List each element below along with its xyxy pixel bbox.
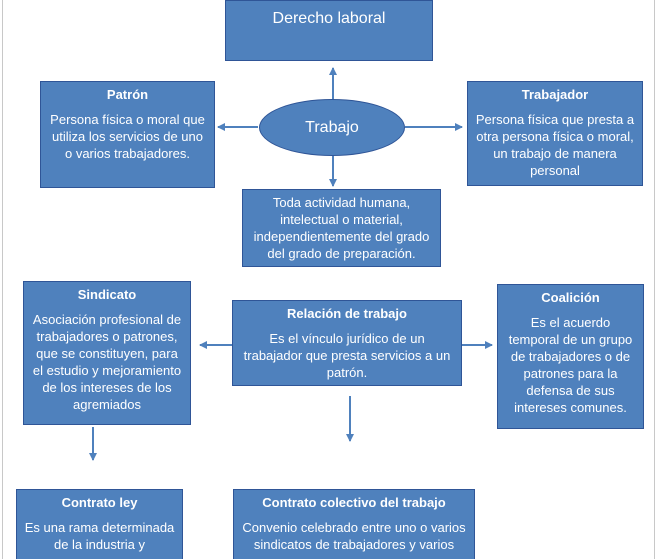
definicion-box: Toda actividad humana, intelectual o mat… (242, 189, 441, 267)
patron-box: Patrón Persona física o moral que utiliz… (40, 81, 215, 188)
coalicion-title: Coalición (541, 290, 600, 305)
contrato-colectivo-body: Convenio celebrado entre uno o varios si… (242, 520, 466, 552)
contrato-colectivo-title: Contrato colectivo del trabajo (262, 495, 446, 510)
relacion-trabajo-body: Es el vínculo jurídico de un trabajador … (243, 331, 451, 380)
relacion-trabajo-title: Relación de trabajo (287, 306, 407, 321)
sindicato-title: Sindicato (77, 287, 137, 302)
patron-title: Patrón (106, 87, 149, 102)
derecho-laboral-box: Derecho laboral (225, 0, 433, 61)
coalicion-box: Coalición Es el acuerdo temporal de un g… (497, 284, 644, 429)
contrato-colectivo-box: Contrato colectivo del trabajo Convenio … (233, 489, 475, 559)
relacion-trabajo-box: Relación de trabajo Es el vínculo jurídi… (232, 300, 462, 386)
definicion-body: Toda actividad humana, intelectual o mat… (253, 195, 430, 261)
trabajo-label: Trabajo (305, 118, 359, 136)
trabajador-title: Trabajador (521, 87, 589, 102)
page-border-left (2, 0, 3, 559)
patron-body: Persona física o moral que utiliza los s… (50, 112, 205, 161)
sindicato-box: Sindicato Asociación profesional de trab… (23, 281, 191, 425)
page-border-right (654, 0, 655, 559)
contrato-ley-body: Es una rama determinada de la industria … (24, 520, 175, 552)
trabajador-body: Persona física que presta a otra persona… (475, 112, 635, 178)
trabajo-ellipse: Trabajo (259, 99, 405, 156)
contrato-ley-title: Contrato ley (61, 495, 138, 510)
sindicato-body: Asociación profesional de trabajadores o… (32, 312, 182, 412)
trabajador-box: Trabajador Persona física que presta a o… (467, 81, 643, 186)
contrato-ley-box: Contrato ley Es una rama determinada de … (16, 489, 183, 559)
derecho-laboral-label: Derecho laboral (272, 10, 386, 27)
coalicion-body: Es el acuerdo temporal de un grupo de tr… (508, 315, 633, 415)
